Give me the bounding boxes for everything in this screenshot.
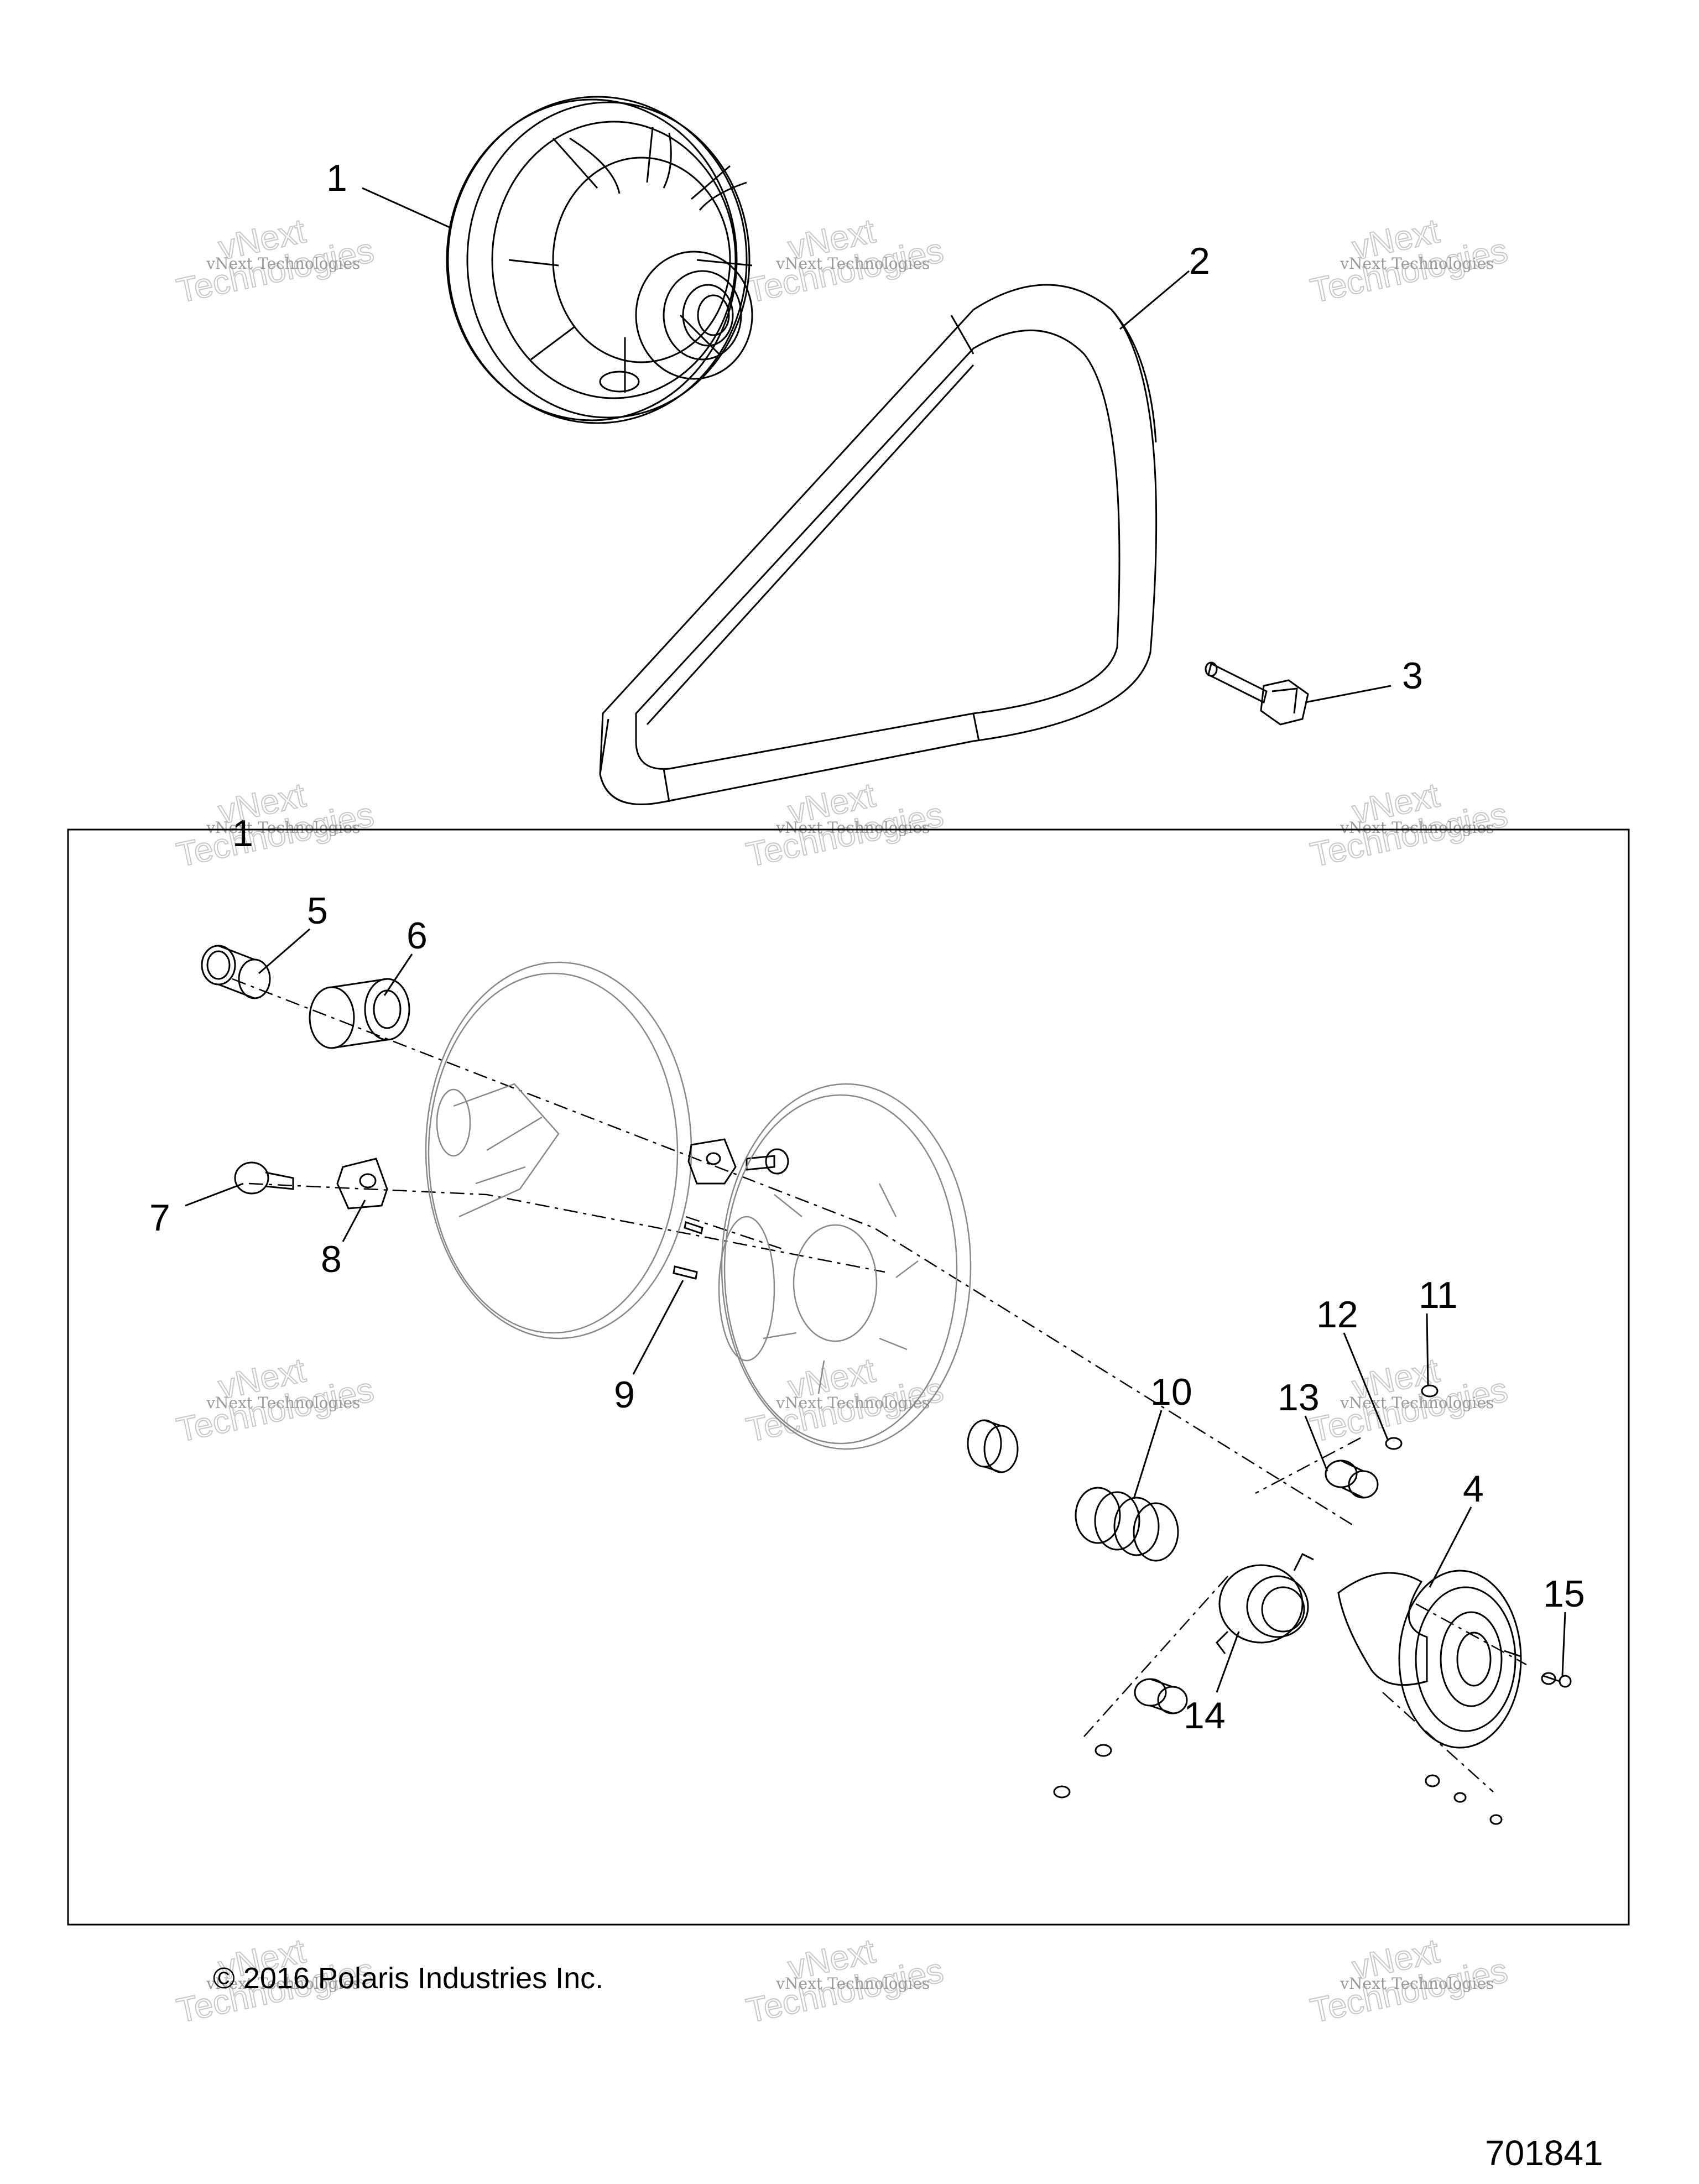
svg-text:vNext Technologies: vNext Technologies bbox=[775, 1974, 930, 1993]
watermark: Technologies vNext vNext Technologies bbox=[173, 211, 378, 311]
part-5-bushing bbox=[201, 945, 271, 999]
callout-labels: 1 2 3 1 5 6 7 8 9 10 11 12 13 4 14 15 bbox=[149, 157, 1585, 1737]
callout-15: 15 bbox=[1543, 1573, 1585, 1615]
fixed-sheave bbox=[718, 1083, 972, 1450]
callout-5: 5 bbox=[307, 890, 328, 932]
callout-14: 14 bbox=[1184, 1695, 1226, 1737]
callout-7: 7 bbox=[149, 1197, 170, 1239]
watermark: Technologies vNext vNext Technologies bbox=[1307, 1351, 1512, 1450]
watermark: Technologies vNext vNext Technologies bbox=[1307, 775, 1512, 875]
svg-text:vNext Technologies: vNext Technologies bbox=[1340, 1974, 1494, 1993]
part-13-roller bbox=[1325, 1460, 1379, 1499]
watermark: Technologies vNext vNext Technologies bbox=[173, 775, 378, 875]
watermark: Technologies vNext vNext Technologies bbox=[1307, 211, 1512, 311]
part-12-washer bbox=[1385, 1437, 1403, 1450]
svg-text:vNext Technologies: vNext Technologies bbox=[1340, 819, 1494, 837]
callout-1-top: 1 bbox=[326, 157, 347, 199]
callout-2: 2 bbox=[1189, 240, 1210, 282]
leader-lines bbox=[185, 187, 1566, 1693]
svg-text:vNext Technologies: vNext Technologies bbox=[206, 1974, 360, 1993]
svg-text:vNext Technologies: vNext Technologies bbox=[206, 819, 360, 837]
part-7-pin bbox=[234, 1161, 294, 1195]
part-4-cover bbox=[1337, 1570, 1522, 1749]
part-3-bolt bbox=[1205, 661, 1309, 726]
part-8-button bbox=[336, 1158, 388, 1210]
watermark: Technologies vNext vNext Technologies bbox=[743, 1931, 947, 2031]
watermark: Technologies vNext vNext Technologies bbox=[173, 1351, 378, 1450]
callout-4: 4 bbox=[1463, 1468, 1484, 1510]
watermark: Technologies vNext vNext Technologies bbox=[743, 1351, 947, 1450]
watermark: Technologies vNext vNext Technologies bbox=[743, 211, 947, 311]
part-2-drive-belt bbox=[599, 284, 1158, 805]
diagram-number: 701841 bbox=[1485, 2133, 1603, 2173]
callout-3: 3 bbox=[1402, 655, 1423, 697]
exploded-view-frame bbox=[67, 828, 1630, 1926]
part-11-retainer bbox=[1421, 1384, 1439, 1398]
callout-10: 10 bbox=[1150, 1371, 1192, 1413]
copyright-notice: © 2016 Polaris Industries Inc. bbox=[213, 1962, 603, 1995]
part-15-screws bbox=[1425, 1650, 1572, 1825]
callout-11: 11 bbox=[1419, 1274, 1458, 1316]
callout-13: 13 bbox=[1278, 1377, 1320, 1419]
watermark-group: Technologies vNext vNext Technologies Te… bbox=[173, 211, 1512, 2031]
part-6-bearing bbox=[309, 978, 410, 1049]
watermark: Technologies vNext vNext Technologies bbox=[1307, 1931, 1512, 2031]
svg-text:vNext Technologies: vNext Technologies bbox=[206, 254, 360, 273]
part-1-driven-clutch bbox=[446, 96, 753, 424]
callout-1-box: 1 bbox=[232, 812, 253, 854]
callout-6: 6 bbox=[406, 915, 428, 957]
spring-seat bbox=[967, 1419, 1019, 1473]
part-14-spider bbox=[1216, 1552, 1314, 1654]
watermark: Technologies vNext vNext Technologies bbox=[743, 775, 947, 875]
part-10-spring bbox=[1075, 1487, 1179, 1562]
callout-9: 9 bbox=[614, 1374, 635, 1416]
callout-8: 8 bbox=[321, 1238, 342, 1280]
callout-12: 12 bbox=[1316, 1294, 1358, 1336]
lower-washers bbox=[1053, 1744, 1112, 1799]
svg-text:vNext Technologies: vNext Technologies bbox=[775, 819, 930, 837]
svg-text:vNext Technologies: vNext Technologies bbox=[775, 1394, 930, 1412]
moveable-sheave bbox=[425, 961, 692, 1339]
svg-text:vNext Technologies: vNext Technologies bbox=[1340, 254, 1494, 273]
svg-text:vNext Technologies: vNext Technologies bbox=[206, 1394, 360, 1412]
svg-text:vNext Technologies: vNext Technologies bbox=[775, 254, 930, 273]
svg-text:vNext Technologies: vNext Technologies bbox=[1340, 1394, 1494, 1412]
part-9-pins bbox=[673, 1221, 703, 1280]
lower-roller bbox=[1134, 1678, 1188, 1714]
